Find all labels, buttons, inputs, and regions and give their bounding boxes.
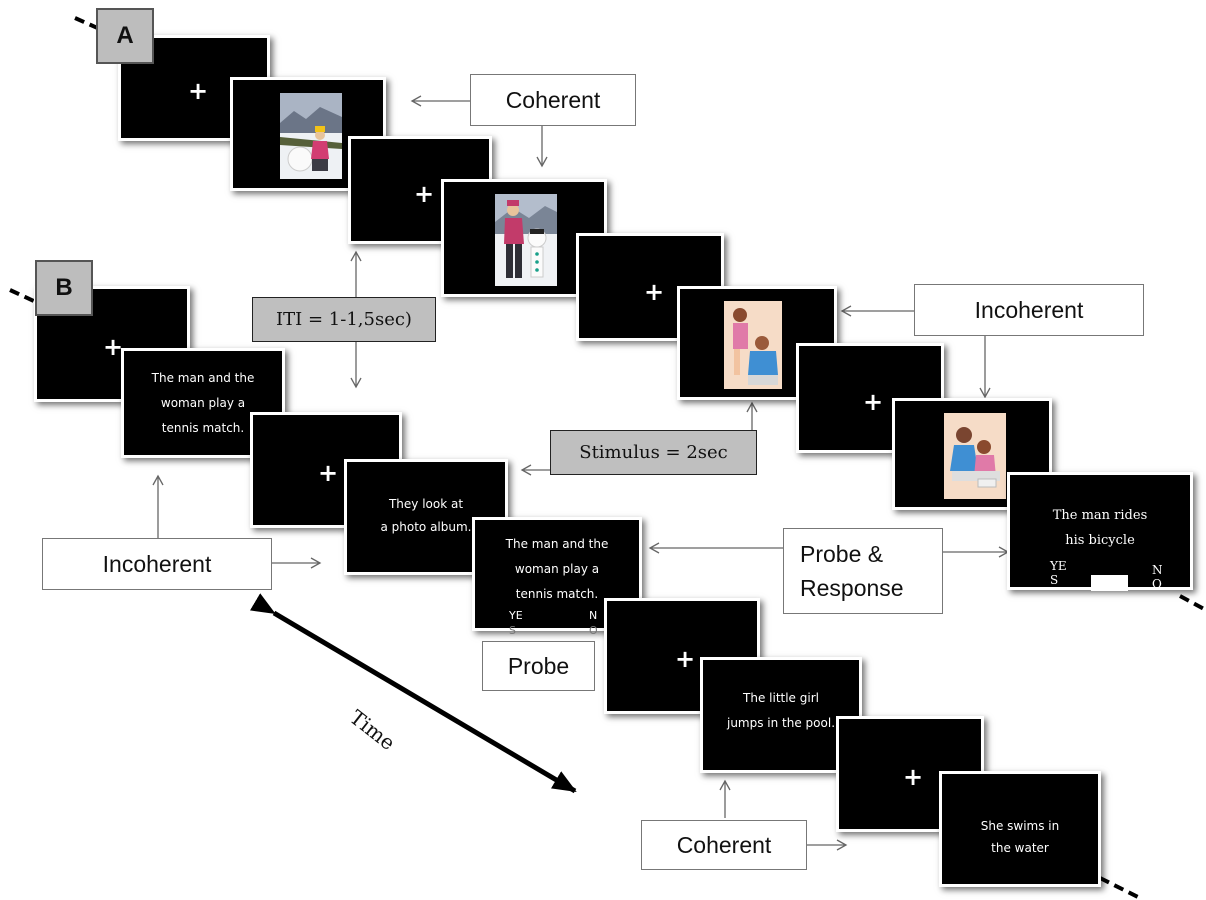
label-coherent-b: Coherent [641,820,807,870]
label-stimulus-duration: Stimulus = 2sec [550,430,757,475]
fixation-cross: + [862,388,884,416]
label-probe-response-line-2: Response [800,575,904,601]
sentence-4-line-2: the water [991,841,1049,855]
probe-a-bottom-notch [1091,575,1128,591]
sentence-screen-b1: The man and the woman play a tennis matc… [121,348,285,458]
fixation-cross: + [902,763,924,791]
photo-girl-with-snowman [495,194,557,286]
image-screen-father-shoes [892,398,1052,510]
photo-girl-building-snowman [280,93,342,179]
sentence-2-line-2: a photo album. [380,520,472,534]
sentence-4-line-1: She swims in [980,819,1060,833]
label-probe-response: Probe & Response [783,528,943,614]
fixation-cross: + [643,278,665,306]
sentence-1-line-2: woman play a [160,396,246,410]
probe-a-line-2: his bicycle [1065,533,1135,548]
probe-b-line-1: The man and the [505,537,609,551]
sentence-1-line-3: tennis match. [161,421,245,435]
label-iti: ITI = 1-1,5sec) [252,297,436,342]
time-arrow [249,593,577,794]
sentence-3-line-2: jumps in the pool. [726,716,836,730]
panel-tag-b: B [35,260,93,316]
fixation-cross: + [317,459,339,487]
fixation-cross: + [102,333,124,361]
label-incoherent-b: Incoherent [42,538,272,590]
dashed-timeline-a-end [1179,594,1206,612]
label-probe-response-line-1: Probe & [800,541,884,567]
sentence-2-line-1: They look at [388,497,464,511]
dashed-timeline-b-end [1099,876,1139,899]
probe-b-line-3: tennis match. [515,587,599,601]
probe-b-line-2: woman play a [514,562,600,576]
photo-father-and-daughter [724,301,782,389]
label-incoherent-a: Incoherent [914,284,1144,336]
panel-tag-a: A [96,8,154,64]
fixation-cross: + [674,645,696,673]
fixation-screen-b3: + [604,598,760,714]
label-coherent-a: Coherent [470,74,636,126]
dashed-timeline-b-start [9,288,39,305]
image-screen-skiing-girl [230,77,386,191]
probe-a-line-1: The man rides [1052,508,1148,523]
sentence-screen-b3: The little girl jumps in the pool. [700,657,862,773]
sentence-1-line-1: The man and the [151,371,255,385]
label-probe: Probe [482,641,595,691]
sentence-3-line-1: The little girl [743,691,819,705]
fixation-cross: + [413,180,435,208]
photo-father-tying-shoes [944,413,1006,499]
sentence-screen-b4: She swims in the water [939,771,1101,887]
fixation-cross: + [187,77,209,105]
